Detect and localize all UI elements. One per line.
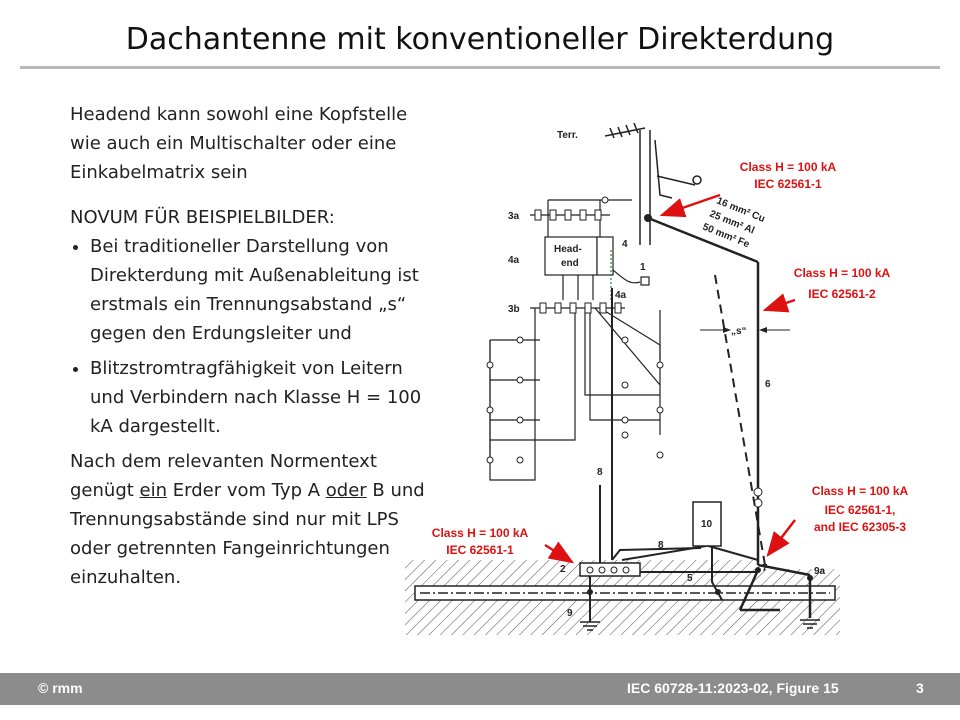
label-4a: 4a [508, 255, 520, 266]
bullet-list: Bei traditioneller Darstellung von Direk… [70, 232, 430, 441]
footer-copyright: © rmm [38, 680, 83, 696]
body-text: Headend kann sowohl eine Kopfstelle wie … [70, 100, 430, 592]
label-terr: Terr. [557, 130, 578, 141]
class-note-line: IEC 62561-1 [754, 177, 822, 191]
intro-paragraph: Headend kann sowohl eine Kopfstelle wie … [70, 104, 408, 183]
clamp-point [644, 214, 652, 222]
separation-distance-line [714, 274, 766, 566]
class-note-line: and IEC 62305-3 [814, 520, 906, 534]
connector-terminals [486, 196, 664, 464]
underlined-word: oder [325, 480, 367, 501]
class-note-line: IEC 62561-1 [446, 543, 514, 557]
label-4a: 4a [615, 290, 627, 301]
title-divider [20, 66, 940, 69]
novum-heading: NOVUM FÜR BEISPIELBILDER: [70, 207, 335, 228]
headend-label: Head- [554, 244, 582, 255]
label-8: 8 [597, 467, 603, 478]
class-note-line: Class H = 100 kA [432, 526, 529, 540]
label-5: 5 [687, 573, 693, 584]
label-6: 6 [765, 379, 771, 390]
closing-paragraph: Nach dem relevanten Normentext genügt ei… [70, 447, 430, 592]
earth-symbol-left [580, 621, 600, 631]
label-9: 9 [567, 608, 573, 619]
slide-title: Dachantenne mit konventioneller Direkter… [125, 22, 835, 57]
label-10: 10 [701, 519, 713, 530]
headend-label: end [561, 258, 579, 269]
page-number: 3 [916, 680, 924, 696]
underlined-word: ein [139, 480, 168, 501]
footer-source: IEC 60728-11:2023-02, Figure 15 [627, 680, 839, 696]
label-4: 4 [622, 239, 628, 250]
bar-terminals [586, 566, 630, 574]
class-note-line: Class H = 100 kA [740, 160, 837, 174]
junction-dots [587, 567, 813, 595]
label-9a: 9a [814, 566, 826, 577]
closing-text: B und Trennungsabstände sind nur mit LPS… [70, 480, 425, 588]
class-note-line: Class H = 100 kA [794, 266, 891, 280]
label-3a: 3a [508, 211, 520, 222]
equipment-box-10 [692, 501, 722, 547]
label-1: 1 [640, 262, 646, 273]
class-note-line: Class H = 100 kA [812, 484, 909, 498]
closing-text: Nach dem relevanten Normentext genügt [70, 451, 377, 501]
earthing-conductor [647, 216, 812, 618]
bullet-item: Bei traditioneller Darstellung von Direk… [90, 232, 430, 348]
antenna-mast [604, 122, 702, 245]
class-note-line: IEC 62561-2 [808, 287, 876, 301]
label-7: 7 [762, 563, 768, 574]
connector-ring [753, 487, 763, 497]
label-s: „s“ [731, 326, 747, 337]
label-8: 8 [658, 540, 664, 551]
bullet-item: Blitzstromtragfähigkeit von Leitern und … [90, 354, 430, 441]
closing-text: Erder vom Typ A [167, 480, 326, 501]
label-3b: 3b [508, 304, 520, 315]
class-note-line: IEC 62561-1, [825, 503, 896, 517]
earth-symbol-right [800, 619, 820, 629]
headend-assembly [489, 199, 661, 481]
footer-bar [0, 673, 960, 705]
label-2: 2 [560, 564, 566, 575]
annotation-arrows [544, 193, 796, 564]
